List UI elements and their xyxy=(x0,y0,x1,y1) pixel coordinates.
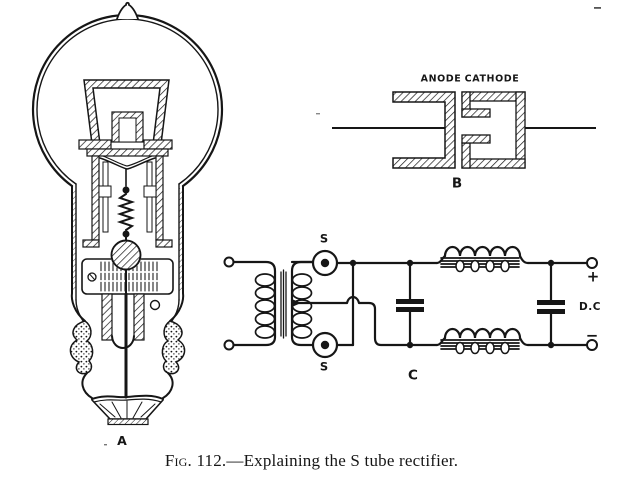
ac-input-terminal-top xyxy=(223,256,235,268)
valve-element-schematic xyxy=(332,91,596,169)
dc-output-terminal-positive xyxy=(586,257,598,269)
transformer-core xyxy=(280,269,287,339)
primary-winding-wire xyxy=(232,260,277,347)
dc-output-terminal-negative xyxy=(586,339,598,351)
s-tube-bottom-symbol xyxy=(311,331,339,359)
tube-neck xyxy=(70,183,185,332)
panel-b-label: B xyxy=(451,175,463,192)
ac-input-terminal-bottom xyxy=(223,339,235,351)
caption-prefix: Fig. xyxy=(164,451,192,470)
filter-capacitor-1 xyxy=(396,261,424,347)
screw-base xyxy=(69,320,186,399)
anode-text-label: ANODE xyxy=(420,73,462,85)
cathode-text-label: CATHODE xyxy=(464,73,520,85)
s-tube-bottom-label: S xyxy=(319,359,329,374)
tube-cross-section-drawing xyxy=(31,1,224,426)
s-tube-top-label: S xyxy=(319,231,329,246)
cathode-element xyxy=(461,91,526,169)
panel-c-label: C xyxy=(408,367,418,384)
filter-capacitor-2 xyxy=(537,261,565,347)
cathode-ball xyxy=(110,239,142,271)
anode-cup xyxy=(78,79,173,150)
s-tube-top-symbol xyxy=(290,249,339,277)
negative-terminal-label: − xyxy=(585,326,599,345)
scan-artifacts xyxy=(104,7,601,446)
cathode-block xyxy=(81,239,174,295)
positive-terminal-label: + xyxy=(586,267,600,286)
center-tap-wire xyxy=(293,295,439,347)
figure-caption: Fig. 112.—Explaining the S tube rectifie… xyxy=(0,451,623,471)
inner-cylinder xyxy=(82,148,173,248)
base-contact xyxy=(91,394,164,426)
bulb-glass xyxy=(31,1,224,188)
dc-output-label: D.C xyxy=(579,300,601,313)
bulb-tip xyxy=(116,1,139,20)
filter-choke-top xyxy=(435,245,530,273)
filter-choke-bottom xyxy=(435,327,530,355)
rectifier-circuit-schematic xyxy=(223,245,598,359)
anode-element xyxy=(392,91,456,169)
caption-text: 112.—Explaining the S tube rectifier. xyxy=(192,451,459,470)
panel-a-label: A xyxy=(117,432,127,448)
stem-supports xyxy=(101,292,161,399)
transformer xyxy=(232,260,315,347)
spring-assembly xyxy=(116,168,136,247)
